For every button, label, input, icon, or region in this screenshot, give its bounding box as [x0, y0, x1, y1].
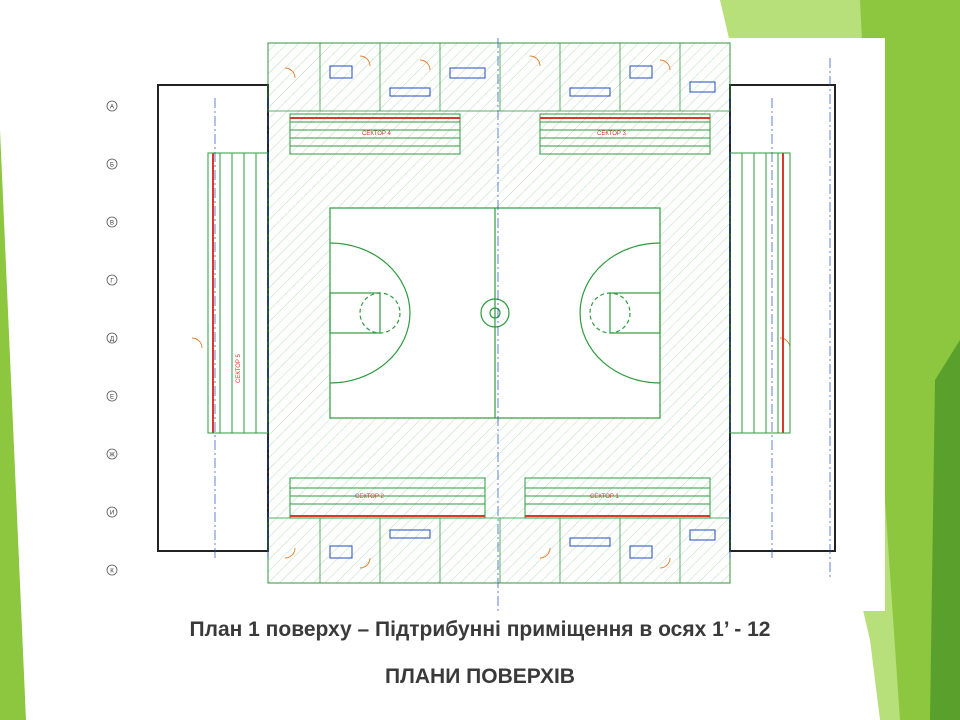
axis-marker-label: Г [110, 279, 114, 285]
axis-marker [106, 216, 118, 228]
left-green-shard [0, 130, 26, 720]
axis-marker-label: А [110, 105, 114, 111]
axis-marker [106, 448, 118, 460]
plan-caption: План 1 поверху – Підтрибунні приміщення … [189, 618, 771, 641]
west-stands [207, 152, 269, 434]
north-rooms [267, 42, 731, 112]
slide-heading: ПЛАНИ ПОВЕРХІВ [385, 665, 575, 688]
sector-label-2: СЕКТОР 2 [355, 494, 385, 500]
sector-label-5: СЕКТОР 5 [236, 353, 242, 383]
axis-marker-label: В [110, 221, 114, 227]
right-green-shard-dark [930, 340, 960, 720]
structural-axes [214, 38, 831, 611]
axis-marker [106, 158, 118, 170]
red-seat-rows [212, 117, 784, 517]
axis-marker-label: И [110, 511, 114, 517]
axis-marker [106, 390, 118, 402]
axis-marker [106, 274, 118, 286]
axis-markers: А Б В Г Д Е Ж И К [106, 100, 118, 576]
room-fixtures [329, 65, 716, 559]
axis-marker-label: Б [110, 163, 114, 169]
floor-plan-image: А Б В Г Д Е Ж И К СЕКТОР 4 СЕКТОР 3 СЕКТОР 2 СЕК… [100, 38, 885, 611]
sector-label-3: СЕКТОР 3 [597, 131, 627, 137]
north-stands [289, 113, 711, 155]
axis-marker-label: Д [110, 337, 114, 343]
axis-marker-label: Ж [109, 453, 115, 459]
east-stands [729, 152, 791, 434]
axis-marker [106, 564, 118, 576]
axis-marker [106, 332, 118, 344]
axis-marker [106, 100, 118, 112]
axis-marker-label: Е [110, 395, 114, 401]
sector-label-4: СЕКТОР 4 [362, 131, 392, 137]
basketball-court [329, 207, 661, 419]
door-swings [191, 55, 791, 569]
sector-label-1: СЕКТОР 1 [590, 494, 620, 500]
south-stands [289, 477, 711, 519]
axis-marker [106, 506, 118, 518]
axis-marker-label: К [110, 569, 114, 575]
